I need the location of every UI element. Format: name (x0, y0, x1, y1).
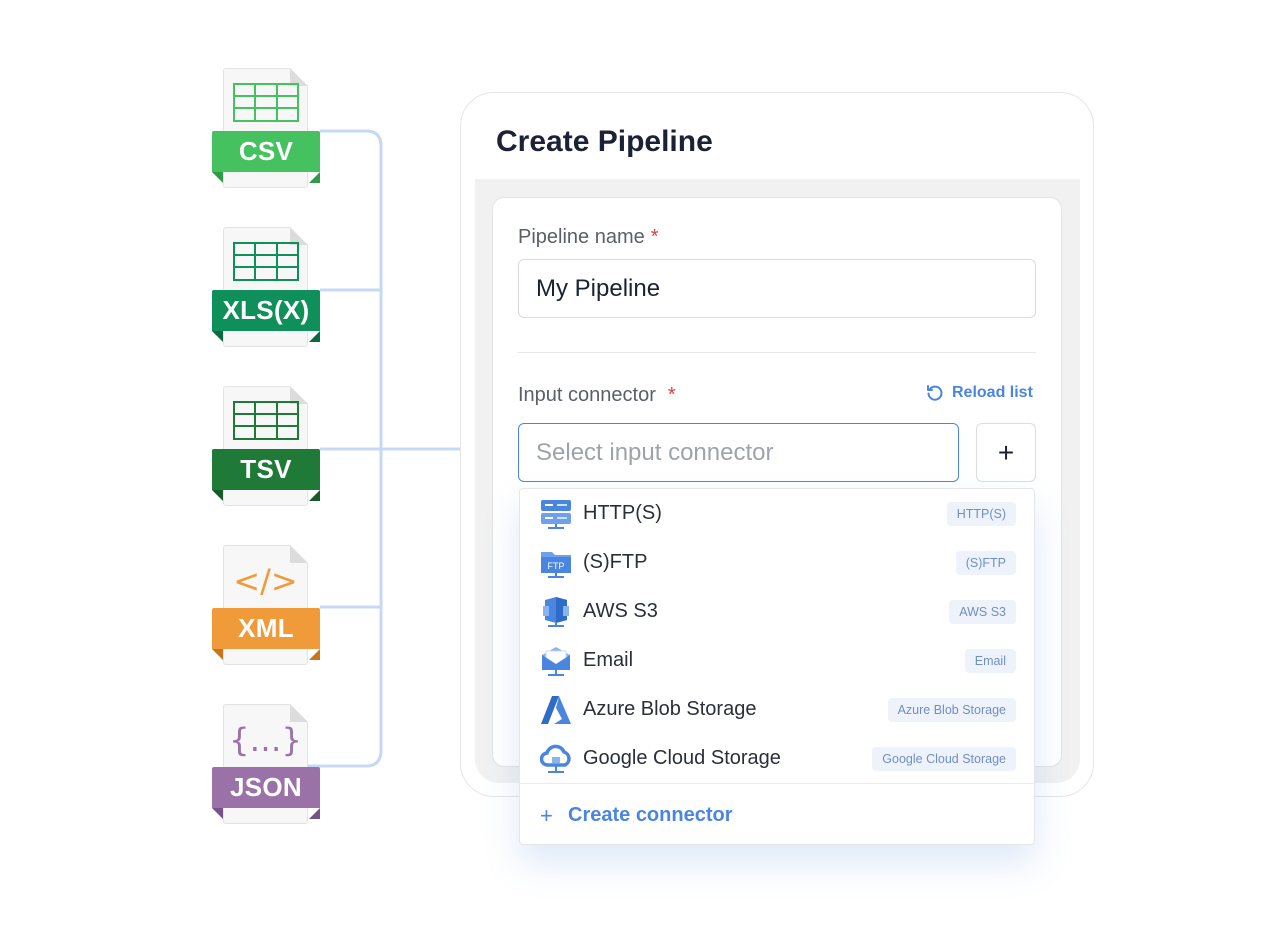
grid-icon (233, 83, 299, 122)
tsv-file-icon: TSV (212, 386, 320, 508)
input-connector-label-text: Input connector (518, 384, 656, 406)
option-label: Google Cloud Storage (583, 747, 781, 769)
file-label: CSV (212, 131, 320, 172)
input-connector-label: Input connector * (518, 384, 676, 407)
option-tag: HTTP(S) (946, 501, 1016, 526)
option-label: AWS S3 (583, 600, 658, 622)
dropdown-option-gcs[interactable]: Google Cloud Storage Google Cloud Storag… (520, 734, 1034, 783)
plus-icon: + (540, 802, 553, 828)
ftp-folder-icon: FTP (541, 551, 571, 578)
svg-text:FTP: FTP (548, 561, 565, 571)
file-label: XLS(X) (212, 290, 320, 331)
connector-dropdown: HTTP(S) HTTP(S) FTP (S)FTP (S)FTP AWS S3… (519, 488, 1035, 845)
refresh-icon (927, 385, 943, 401)
braces-icon: {…} (229, 721, 302, 759)
option-tag: Google Cloud Storage (872, 746, 1016, 771)
dropdown-option-aws-s3[interactable]: AWS S3 AWS S3 (520, 587, 1034, 636)
option-label: Email (583, 649, 634, 671)
input-connector-select[interactable]: Select input connector (518, 423, 959, 482)
pipeline-name-label: Pipeline name* (518, 226, 659, 249)
email-icon (542, 646, 570, 676)
option-tag: AWS S3 (949, 599, 1016, 624)
create-connector-button[interactable]: + Create connector (520, 783, 1034, 844)
option-tag: Email (964, 648, 1016, 673)
grid-icon (233, 242, 299, 281)
file-label: JSON (212, 767, 320, 808)
pipeline-name-value: My Pipeline (536, 274, 661, 302)
pipeline-name-input[interactable]: My Pipeline (518, 259, 1036, 318)
aws-s3-icon (543, 596, 569, 627)
pipeline-name-label-text: Pipeline name (518, 226, 645, 248)
option-tag: Azure Blob Storage (887, 697, 1016, 722)
select-placeholder: Select input connector (536, 438, 774, 466)
grid-icon (233, 401, 299, 440)
card-header: Create Pipeline (475, 107, 1080, 179)
code-icon: </> (233, 562, 298, 600)
reload-list-label: Reload list (952, 384, 1033, 401)
option-label: Azure Blob Storage (583, 698, 757, 720)
cloud-icon (540, 744, 571, 773)
azure-icon (541, 695, 571, 724)
file-label: XML (212, 608, 320, 649)
server-icon (541, 499, 571, 529)
option-label: (S)FTP (583, 551, 648, 573)
xlsx-file-icon: XLS(X) (212, 227, 320, 349)
option-label: HTTP(S) (583, 502, 662, 524)
page-title: Create Pipeline (496, 125, 713, 158)
create-connector-label: Create connector (568, 804, 733, 826)
divider (518, 352, 1036, 353)
dropdown-option-sftp[interactable]: FTP (S)FTP (S)FTP (520, 538, 1034, 587)
dropdown-option-https[interactable]: HTTP(S) HTTP(S) (520, 489, 1034, 538)
xml-file-icon: </> XML (212, 545, 320, 667)
required-mark: * (667, 384, 676, 406)
file-label: TSV (212, 449, 320, 490)
reload-list-button[interactable]: Reload list (926, 384, 1033, 402)
dropdown-option-email[interactable]: Email Email (520, 636, 1034, 685)
add-connector-button[interactable]: + (976, 423, 1036, 482)
json-file-icon: {…} JSON (212, 704, 320, 826)
csv-file-icon: CSV (212, 68, 320, 190)
dropdown-option-azure[interactable]: Azure Blob Storage Azure Blob Storage (520, 685, 1034, 734)
required-mark: * (650, 226, 659, 248)
plus-icon: + (997, 436, 1015, 468)
option-tag: (S)FTP (955, 550, 1016, 575)
